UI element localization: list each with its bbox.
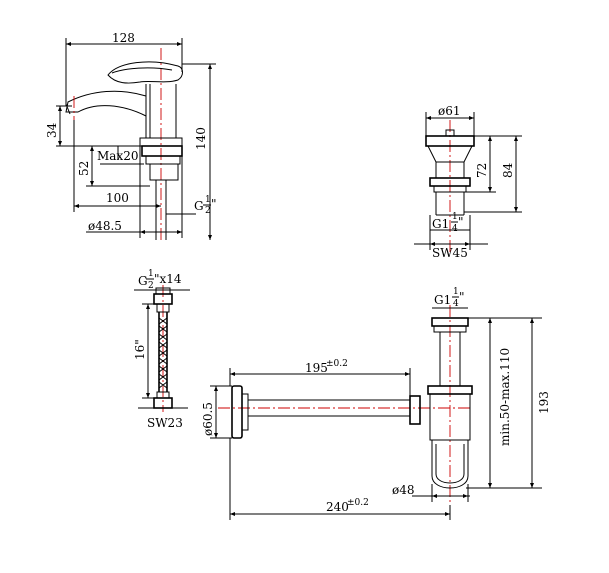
siphon-cup — [431, 440, 469, 489]
faucet-nut — [145, 155, 181, 165]
arrowhead — [177, 230, 182, 234]
faucet-deck-depth-label: Max20 — [97, 149, 138, 163]
arrowhead — [177, 42, 182, 46]
arrowhead — [488, 318, 492, 323]
siphon-flange-hub — [241, 393, 249, 431]
arrowhead — [90, 146, 94, 151]
hose-length-label: 16" — [133, 339, 147, 360]
waste-dia-label: ø61 — [438, 104, 461, 118]
dimension-arrowheads — [58, 42, 534, 516]
siphon-body — [429, 394, 471, 441]
arrowhead — [463, 494, 468, 498]
hose-braid-pattern — [158, 317, 168, 389]
waste-wrench-label: SW45 — [432, 246, 468, 260]
arrowhead — [530, 483, 534, 488]
siphon-thread-prefix: G1 — [434, 293, 451, 307]
arrowhead — [514, 207, 518, 212]
arrowhead — [146, 393, 150, 398]
faucet-thread-num: 1 — [205, 195, 211, 205]
pop-up-waste-drawing: ø61 72 84 G1 1 4 " SW45 — [414, 104, 522, 260]
arrowhead — [488, 136, 492, 141]
waste-thread-num: 1 — [452, 212, 458, 222]
siphon-tube-dia-label: ø48 — [392, 483, 415, 497]
arrowhead — [146, 304, 150, 309]
arrowhead — [156, 204, 161, 208]
arrowhead — [432, 494, 437, 498]
hose-wrench-label: SW23 — [147, 416, 183, 430]
faucet-deck — [141, 145, 183, 157]
hose-drawing: G 1 2 "x14 16" SW23 — [133, 269, 190, 430]
siphon-thread-num: 1 — [453, 287, 459, 297]
siphon-total-height-label: 193 — [537, 391, 551, 414]
waste-plug-knob — [445, 129, 455, 137]
siphon-pipe-nut — [409, 395, 421, 425]
arrowhead — [488, 187, 492, 192]
arrowhead — [140, 230, 145, 234]
siphon-height-range-label: min.50-max.110 — [498, 348, 512, 446]
arrowhead — [230, 512, 235, 516]
faucet-thread-den: 2 — [205, 206, 211, 216]
faucet-handle-detail — [111, 67, 173, 74]
arrowhead — [90, 181, 94, 186]
arrowhead — [530, 318, 534, 323]
siphon-wall-tol-label: ±0.2 — [326, 359, 348, 369]
arrowhead — [214, 433, 218, 438]
arrowhead — [426, 116, 431, 120]
arrowhead — [58, 141, 62, 146]
faucet-spout — [65, 90, 147, 117]
hose-braid-edges — [158, 312, 168, 392]
siphon-body-nut — [427, 385, 473, 395]
arrowhead — [208, 235, 212, 240]
arrowhead — [469, 116, 474, 120]
siphon-total-length-label: 240 — [326, 500, 349, 514]
faucet-base-height-label: 52 — [77, 161, 91, 176]
arrowhead — [58, 106, 62, 111]
faucet-width-label: 128 — [112, 31, 135, 45]
siphon-flange-dia-label: ø60.5 — [201, 402, 215, 436]
arrowhead — [214, 386, 218, 391]
waste-thread-suffix: " — [458, 215, 464, 229]
arrowhead — [405, 372, 410, 376]
hose-thread-suffix: "x14 — [154, 272, 182, 286]
faucet-lock-nut — [149, 163, 179, 181]
arrowhead — [488, 483, 492, 488]
hose-thread-den: 2 — [148, 281, 154, 291]
siphon-thread-suffix: " — [459, 290, 465, 304]
arrowhead — [230, 372, 235, 376]
faucet-reach-label: 100 — [106, 191, 129, 205]
waste-h2-label: 84 — [501, 162, 515, 178]
hose-thread-prefix: G — [138, 274, 148, 288]
arrowhead — [514, 136, 518, 141]
siphon-thread-den: 4 — [453, 299, 459, 309]
siphon-wall-flange — [231, 385, 243, 439]
faucet-handle — [107, 61, 183, 84]
faucet-thread-suffix: " — [211, 197, 217, 211]
faucet-height-label: 140 — [194, 127, 208, 150]
faucet-thread-prefix: G — [194, 199, 204, 213]
arrowhead — [66, 42, 71, 46]
waste-thread-den: 4 — [452, 224, 458, 234]
faucet-spout-height-label: 34 — [45, 122, 59, 138]
arrowhead — [445, 512, 450, 516]
arrowhead — [208, 64, 212, 69]
waste-thread-prefix: G1 — [432, 217, 449, 231]
faucet-base-dia-label: ø48.5 — [88, 219, 122, 233]
arrowhead — [465, 242, 470, 246]
hose-top-ferrule — [156, 303, 170, 313]
arrowhead — [430, 242, 435, 246]
faucet-drawing: 128 140 34 Max20 52 100 ø48.5 G 1 2 " — [45, 31, 217, 240]
siphon-drawing: G1 1 4 " 195 ±0.2 ø60.5 min.50-max.110 1… — [201, 287, 551, 520]
waste-washer — [433, 185, 467, 193]
waste-h1-label: 72 — [475, 163, 489, 178]
siphon-top-washer — [433, 325, 467, 333]
siphon-wall-length-label: 195 — [305, 361, 328, 375]
siphon-cup-inner — [435, 444, 465, 484]
siphon-total-tol-label: ±0.2 — [347, 498, 369, 508]
hose-thread-num: 1 — [148, 269, 154, 279]
arrowhead — [74, 204, 79, 208]
